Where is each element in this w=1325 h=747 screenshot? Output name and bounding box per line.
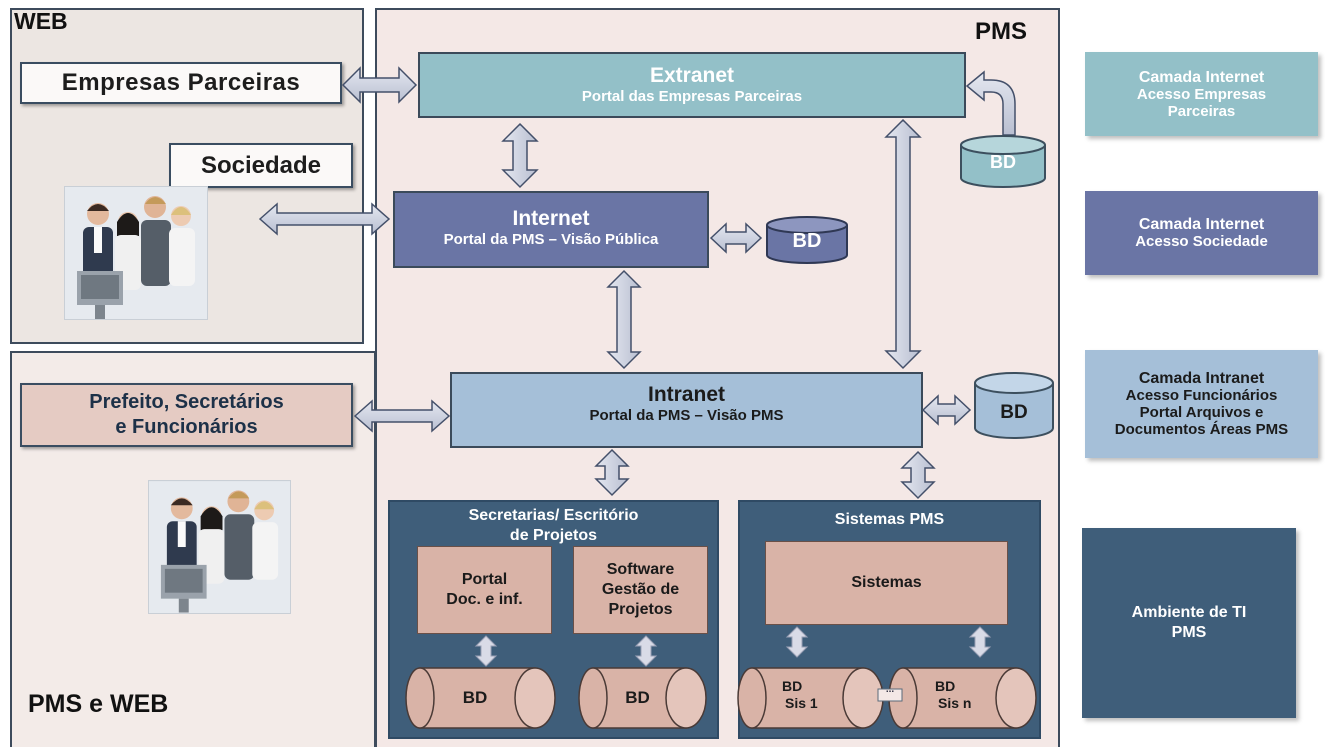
secretarias-title: Secretarias/ Escritório de Projetos [388,506,719,546]
layer-1-title: Camada Internet [1138,68,1265,86]
sisn-db-label: BD Sis n [935,678,971,712]
arrow-db-extranet-curve [965,70,1016,136]
layer-internet-sociedade: Camada Internet Acesso Sociedade [1085,191,1318,275]
arrow-software-db [634,635,658,667]
layer-4-line2: PMS [1171,624,1207,641]
sis1-db-cylinder [737,667,884,729]
intranet-box: Intranet Portal da PMS – Visão PMS [450,372,923,448]
layer-1-line1: Acesso Empresas [1136,85,1267,103]
empresas-parceiras-box: Empresas Parceiras [20,62,342,104]
sis1-db-line2: Sis 1 [785,695,818,711]
internet-db-cylinder [766,216,848,264]
ellipsis-box [877,688,903,702]
layer-internet-empresas: Camada Internet Acesso Empresas Parceira… [1085,52,1318,136]
arrow-intranet-sistemas [900,450,936,500]
arrow-prefeito-intranet [353,399,451,433]
software-db-label: BD [625,688,650,707]
people-photo-web [64,186,208,320]
software-db-cylinder [578,667,707,729]
arrow-empresas-extranet [341,66,418,104]
arrow-internet-db [709,222,763,254]
extranet-subtitle: Portal das Empresas Parceiras [581,88,803,105]
portal-doc-line1: Portal [461,571,508,588]
arrow-intranet-db [921,394,972,426]
extranet-db-cylinder [960,135,1046,188]
portal-db-label: BD [462,688,488,707]
layer-ambiente-ti: Ambiente de TI PMS [1082,528,1296,718]
layer-3-title: Camada Intranet [1138,370,1265,387]
internet-title: Internet [512,207,590,230]
sisn-db-line2: Sis n [938,695,972,711]
secretarias-title-line1: Secretarias/ Escritório [468,507,639,524]
arrow-sistemas-sis1 [785,626,809,658]
portal-db-cylinder [405,667,556,729]
intranet-subtitle: Portal da PMS – Visão PMS [589,407,784,424]
arrow-intranet-secretarias [594,448,630,497]
portal-doc-box: Portal Doc. e inf. [417,546,552,634]
arrow-internet-intranet [606,269,642,370]
ellipsis-label: ... [885,684,895,695]
intranet-db-label: BD [1000,402,1028,423]
layer-2-title: Camada Internet [1138,216,1265,233]
extranet-title: Extranet [649,64,735,87]
arrow-sociedade-internet [258,202,391,236]
layer-intranet: Camada Intranet Acesso Funcionários Port… [1085,350,1318,458]
arrow-extranet-intranet [884,118,922,370]
sis1-db-line1: BD [782,678,803,694]
sistemas-box: Sistemas [765,541,1008,625]
portal-doc-line2: Doc. e inf. [446,591,523,608]
prefeito-box: Prefeito, Secretários e Funcionários [20,383,353,447]
intranet-db-cylinder [974,372,1054,439]
layer-3-line1: Acesso Funcionários [1125,387,1278,404]
software-line3: Projetos [608,601,673,618]
sistemas-title: Sistemas PMS [834,511,945,528]
internet-db-label: BD [792,230,822,252]
prefeito-line2: e Funcionários [115,416,258,438]
arrow-sistemas-sisn [968,626,992,658]
extranet-box: Extranet Portal das Empresas Parceiras [418,52,966,118]
people-photo-pms [148,480,291,614]
layer-2-line1: Acesso Sociedade [1135,233,1268,250]
intranet-title: Intranet [647,383,725,406]
prefeito-line1: Prefeito, Secretários [89,391,284,413]
sociedade-box: Sociedade [169,143,353,188]
people-illustration [149,481,290,613]
people-illustration [65,187,207,319]
sisn-db-line1: BD [935,678,956,694]
layer-3-line3: Documentos Áreas PMS [1114,421,1289,438]
arrow-extranet-internet [501,122,539,189]
layer-4-line1: Ambiente de TI [1131,604,1247,621]
internet-box: Internet Portal da PMS – Visão Pública [393,191,709,268]
secretarias-title-line2: de Projetos [509,527,598,544]
sis1-db-label: BD Sis 1 [782,678,818,712]
software-gestao-box: Software Gestão de Projetos [573,546,708,634]
arrow-portal-db [474,635,498,667]
extranet-db-label: BD [990,152,1016,172]
internet-subtitle: Portal da PMS – Visão Pública [443,231,659,248]
pms-web-zone-title: PMS e WEB [28,690,169,718]
software-line1: Software [606,561,675,578]
layer-1-line2: Parceiras [1167,102,1236,120]
web-zone-title: WEB [14,8,68,34]
sisn-db-cylinder [888,667,1037,729]
layer-3-line2: Portal Arquivos e [1139,404,1264,421]
pms-zone-title: PMS [975,18,1028,45]
software-line2: Gestão de [601,581,680,598]
